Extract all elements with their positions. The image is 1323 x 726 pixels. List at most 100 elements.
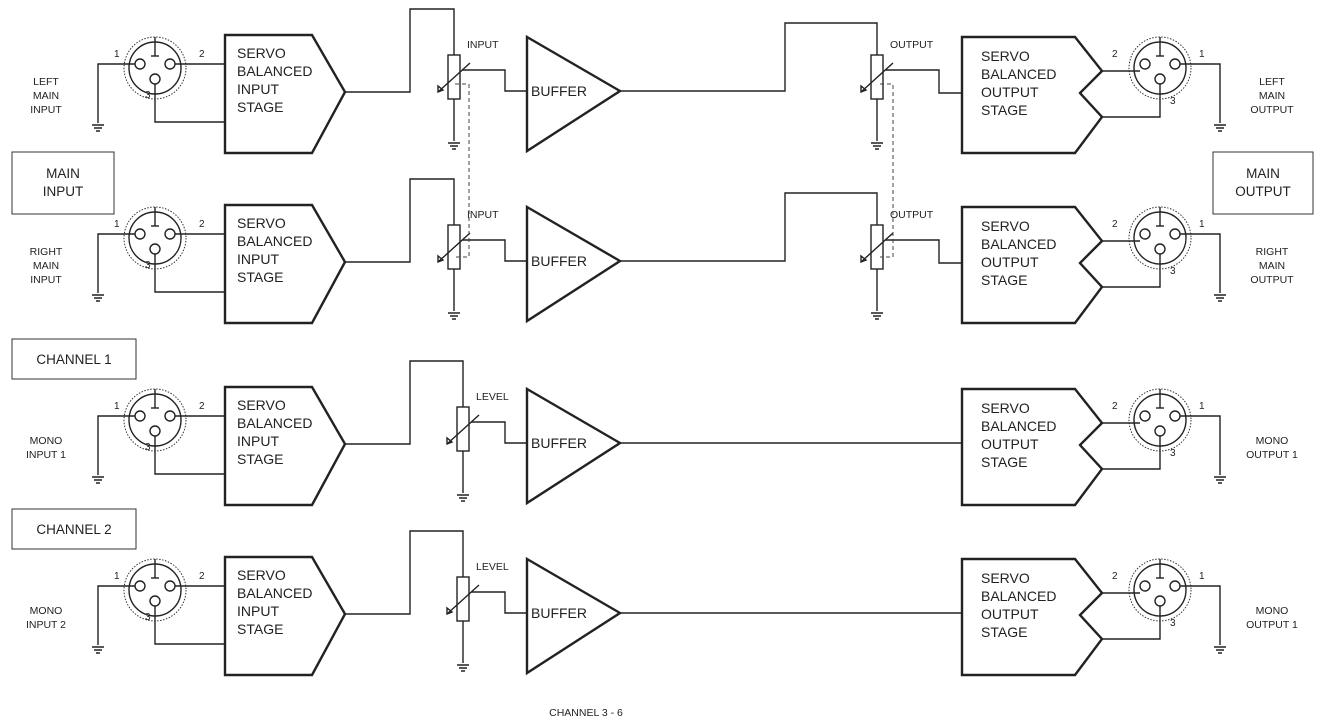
svg-text:OUTPUT: OUTPUT	[1235, 184, 1291, 199]
pot-label: INPUT	[467, 39, 499, 51]
input-label: LEFT	[33, 76, 59, 88]
pin-label: 2	[1112, 401, 1118, 412]
pin-label: 1	[1199, 571, 1205, 582]
input-gang-link	[455, 83, 470, 258]
pin-label: 1	[114, 49, 120, 60]
output-label: MAIN	[1259, 260, 1285, 272]
pin-label: 1	[114, 571, 120, 582]
main-input-label: MAIN INPUT	[11, 151, 115, 215]
output-level-pot: OUTPUT	[860, 209, 934, 270]
block-label: BALANCED	[237, 585, 312, 601]
channel-2-label: CHANNEL 2	[11, 508, 137, 550]
buffer-label: BUFFER	[531, 83, 587, 99]
block-label: BALANCED	[981, 66, 1056, 82]
pin-label: 3	[145, 442, 151, 453]
footer-caption: CHANNEL 3 - 6	[549, 707, 623, 719]
svg-text:MAIN: MAIN	[46, 166, 80, 181]
pin-label: 2	[199, 401, 205, 412]
buffer-amplifier: BUFFER	[525, 386, 623, 506]
block-label: STAGE	[237, 451, 283, 467]
buffer-amplifier: BUFFER	[525, 204, 623, 324]
block-label: INPUT	[237, 251, 279, 267]
input-label: INPUT 2	[26, 619, 66, 631]
output-label: OUTPUT 1	[1246, 619, 1298, 631]
ground-symbol	[1214, 294, 1226, 302]
output-level-pot: OUTPUT	[860, 39, 934, 100]
block-label: STAGE	[981, 454, 1027, 470]
ground-symbol	[871, 312, 883, 320]
pin-label: 3	[145, 612, 151, 623]
ground-symbol	[871, 142, 883, 150]
buffer-amplifier: BUFFER	[525, 556, 623, 676]
level-pot: LEVEL	[446, 391, 509, 452]
block-label: STAGE	[981, 272, 1027, 288]
input-label: INPUT 1	[26, 449, 66, 461]
pin-label: 2	[199, 219, 205, 230]
output-label: MAIN	[1259, 90, 1285, 102]
pin-label: 2	[1112, 49, 1118, 60]
block-label: SERVO	[981, 218, 1030, 234]
block-label: SERVO	[981, 400, 1030, 416]
pot-label: OUTPUT	[890, 39, 934, 51]
channel-row-2: RIGHT MAIN INPUT 1 2 3 SERVO BALANCED INPUT STAGE…	[30, 178, 1294, 325]
ground-symbol	[92, 294, 104, 302]
block-label: INPUT	[237, 603, 279, 619]
block-label: STAGE	[237, 621, 283, 637]
pot-label: LEVEL	[476, 561, 509, 573]
input-label: INPUT	[30, 104, 62, 116]
pin-label: 3	[1170, 96, 1176, 107]
pin-label: 3	[1170, 266, 1176, 277]
pin-label: 3	[1170, 448, 1176, 459]
ground-symbol	[457, 664, 469, 672]
svg-text:CHANNEL 2: CHANNEL 2	[36, 522, 111, 537]
block-label: BALANCED	[237, 233, 312, 249]
block-label: BALANCED	[981, 588, 1056, 604]
block-label: OUTPUT	[981, 254, 1039, 270]
output-label: LEFT	[1259, 76, 1285, 88]
channel-row-4: MONO INPUT 2 1 2 3 SERVO BALANCED INPUT STAGE LEV…	[26, 530, 1298, 677]
pot-label: LEVEL	[476, 391, 509, 403]
pin-label: 3	[145, 90, 151, 101]
pin-label: 1	[1199, 401, 1205, 412]
output-gang-link	[880, 83, 894, 258]
ground-symbol	[92, 124, 104, 132]
block-label: BALANCED	[981, 418, 1056, 434]
input-label: MONO	[30, 605, 63, 617]
block-label: OUTPUT	[981, 606, 1039, 622]
pin-label: 1	[114, 401, 120, 412]
output-label: MONO	[1256, 435, 1289, 447]
block-label: OUTPUT	[981, 84, 1039, 100]
svg-text:CHANNEL 1: CHANNEL 1	[36, 352, 111, 367]
block-label: INPUT	[237, 81, 279, 97]
pin-label: 2	[199, 49, 205, 60]
block-label: SERVO	[237, 215, 286, 231]
level-pot: LEVEL	[446, 561, 509, 622]
pot-label: INPUT	[467, 209, 499, 221]
pin-label: 1	[1199, 219, 1205, 230]
input-level-pot: INPUT	[437, 39, 499, 100]
block-label: STAGE	[237, 269, 283, 285]
block-label: BALANCED	[237, 415, 312, 431]
pin-label: 2	[199, 571, 205, 582]
output-label: MONO	[1256, 605, 1289, 617]
main-output-label: MAIN OUTPUT	[1212, 151, 1314, 215]
buffer-label: BUFFER	[531, 605, 587, 621]
block-label: SERVO	[981, 570, 1030, 586]
output-label: OUTPUT 1	[1246, 449, 1298, 461]
pin-label: 2	[1112, 571, 1118, 582]
output-label: RIGHT	[1256, 246, 1289, 258]
output-label: OUTPUT	[1250, 104, 1294, 116]
svg-text:MAIN: MAIN	[1246, 166, 1280, 181]
block-label: STAGE	[237, 99, 283, 115]
buffer-label: BUFFER	[531, 253, 587, 269]
block-label: SERVO	[981, 48, 1030, 64]
svg-text:INPUT: INPUT	[43, 184, 84, 199]
input-label: MAIN	[33, 260, 59, 272]
pin-label: 3	[145, 260, 151, 271]
servo-balanced-input-stage: SERVO BALANCED INPUT STAGE	[223, 203, 347, 325]
